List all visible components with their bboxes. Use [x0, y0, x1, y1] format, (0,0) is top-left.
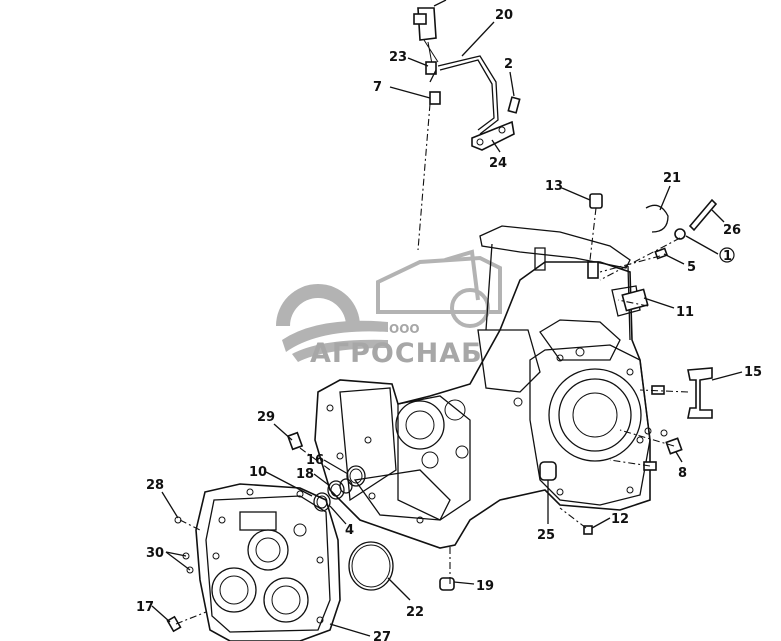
seal-rings	[313, 465, 366, 512]
callout-12: 12	[611, 512, 629, 527]
callout-2: 2	[504, 57, 513, 72]
callout-29: 29	[257, 410, 275, 425]
callout-17: 17	[136, 600, 154, 615]
watermark-logo: ООО АГРОСНАБ	[276, 249, 502, 372]
callout-7: 7	[373, 80, 382, 95]
small-hardware	[166, 193, 718, 633]
tractor-icon	[376, 249, 502, 328]
callout-13: 13	[545, 179, 563, 194]
callout-25: 25	[537, 528, 555, 543]
callout-11: 11	[676, 305, 694, 320]
callout-18: 18	[296, 467, 314, 482]
callout-23: 23	[389, 50, 407, 65]
fitting-assembly	[413, 0, 447, 251]
callout-27: 27	[373, 630, 391, 641]
bracket	[471, 96, 521, 151]
leader-lines	[151, 21, 743, 637]
callout-1: 1	[723, 249, 732, 264]
callout-8: 8	[678, 466, 687, 481]
callout-4: 4	[345, 523, 354, 538]
callout-30: 30	[146, 546, 164, 561]
callout-16: 16	[306, 453, 324, 468]
callout-5: 5	[687, 260, 696, 275]
callout-24: 24	[489, 156, 507, 171]
center-lines	[175, 207, 689, 625]
callout-21: 21	[663, 171, 681, 186]
callout-19: 19	[476, 579, 494, 594]
transmission-housing	[314, 225, 651, 549]
callout-labels: 20 23 2 7 24 13 21 26 1 5 11 15 29 16 10…	[136, 8, 762, 641]
callout-15: 15	[744, 365, 762, 380]
callout-10: 10	[249, 465, 267, 480]
tube	[429, 55, 499, 135]
callout-26: 26	[723, 223, 741, 238]
watermark-company-name: АГРОСНАБ	[310, 338, 483, 369]
callout-28: 28	[146, 478, 164, 493]
o-ring	[348, 541, 394, 591]
callout-22: 22	[406, 605, 424, 620]
front-cover	[195, 483, 341, 641]
gear-icon	[276, 284, 388, 372]
watermark-prefix: ООО	[389, 322, 420, 336]
callout-1-badge: 1	[719, 247, 735, 264]
callout-20: 20	[495, 8, 513, 23]
